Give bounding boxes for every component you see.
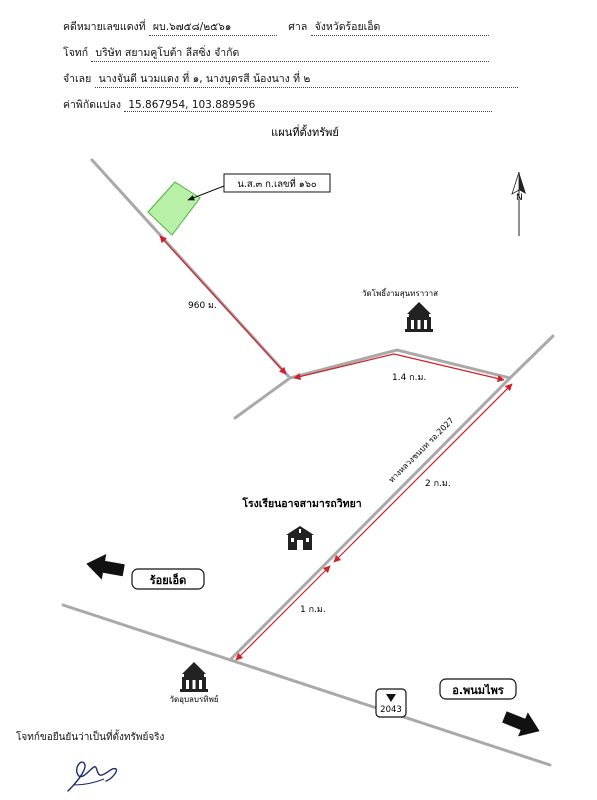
highway-number: 2043 [380, 705, 402, 715]
distance-arrow-1-4-a [293, 353, 395, 380]
temple-icon-bottom [180, 662, 208, 692]
parcel-pointer-arrow [187, 185, 225, 201]
road-east-segment [233, 334, 555, 420]
confirmation-note: โจทก์ขอยืนยันว่าเป็นที่ตั้งทรัพย์จริง [16, 732, 165, 743]
highway-shield-emblem-icon [386, 694, 396, 702]
coordinate-row: ค่าพิกัดแปลง 15.867954, 103.889596 [63, 96, 493, 113]
school-label: โรงเรียนอาจสามารถวิทยา [241, 497, 361, 510]
distance-arrow-2 [333, 383, 513, 563]
road-network [61, 158, 555, 767]
distance-label-1-4: 1.4 ก.ม. [392, 373, 426, 383]
coordinate-value: 15.867954, 103.889596 [124, 99, 493, 112]
parcel-label-box [223, 173, 331, 193]
school-icon [286, 526, 314, 550]
distance-label-2: 2 ก.ม. [425, 479, 451, 489]
city-left-label: ร้อยเอ็ด [150, 573, 186, 587]
distance-label-1: 1 ก.ม. [300, 605, 326, 615]
distance-arrow-1-4-b [393, 353, 505, 383]
distance-arrow-960 [159, 235, 287, 375]
north-arrow-icon: N [511, 171, 526, 236]
city-right-box [439, 678, 517, 700]
plaintiff-row: โจทก์ บริษัท สยามคูโบต้า ลีสซิ่ง จำกัด [63, 44, 490, 62]
direction-arrow-left-icon [86, 554, 125, 580]
north-label: N [516, 193, 523, 203]
coordinate-label: ค่าพิกัดแปลง [63, 99, 122, 111]
direction-arrow-right-icon [502, 711, 540, 737]
case-number-row: คดีหมายเลขแดงที่ ผบ.๖๗๕๘/๒๕๖๑ ศาล จังหวั… [63, 18, 489, 36]
defendant-value: นางจันดี นวมแดง ที่ ๑, นางบุตรสี น้องนาง… [94, 70, 518, 88]
highway-shield [375, 688, 407, 718]
road-rural-2027 [228, 376, 512, 662]
map-title: แผนที่ตั้งทรัพย์ [271, 124, 339, 139]
temple-label-top: วัดโพธิ์งามสุนทราวาส [362, 287, 438, 298]
defendant-row: จำเลย นางจันดี นวมแดง ที่ ๑, นางบุตรสี น… [63, 70, 518, 88]
distance-arrow-1 [235, 565, 331, 661]
distance-label-960: 960 ม. [188, 301, 217, 311]
temple-label-bottom: วัดอุบลบรทิพย์ [169, 694, 218, 704]
court-label: ศาล [288, 21, 308, 33]
highway-2043 [61, 603, 552, 767]
case-number-label: คดีหมายเลขแดงที่ [63, 21, 146, 33]
plaintiff-value: บริษัท สยามคูโบต้า ลีสซิ่ง จำกัด [91, 44, 490, 62]
city-left-box [131, 568, 205, 590]
parcel-label: น.ส.๓ ก.เลขที่ ๑๖๐ [237, 177, 317, 190]
temple-icon-top [405, 302, 433, 332]
distance-arrows [159, 235, 513, 661]
signature [67, 761, 118, 792]
case-number-value: ผบ.๖๗๕๘/๒๕๖๑ [148, 18, 277, 36]
plaintiff-label: โจทก์ [63, 47, 89, 59]
land-parcel [147, 181, 201, 236]
defendant-label: จำเลย [63, 73, 92, 85]
court-value: จังหวัดร้อยเอ็ด [310, 18, 489, 36]
city-right-label: อ.พนมไพร [452, 683, 504, 697]
